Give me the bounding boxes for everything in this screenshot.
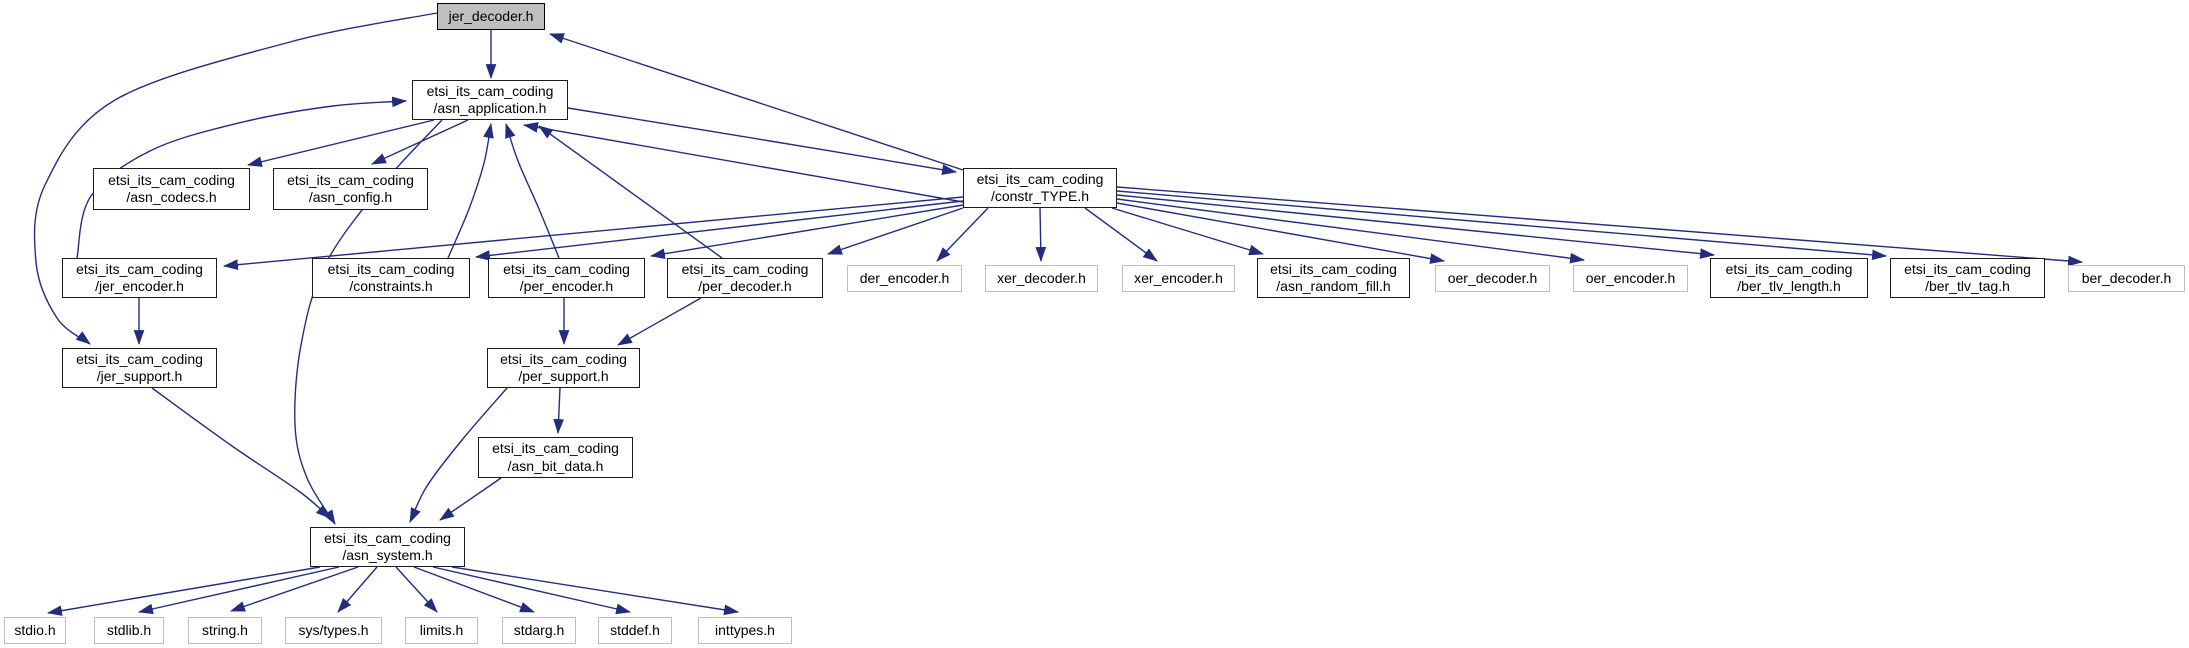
- node-asn_codecs[interactable]: etsi_its_cam_coding /asn_codecs.h: [93, 168, 250, 210]
- node-ber_tlv_tag[interactable]: etsi_its_cam_coding /ber_tlv_tag.h: [1890, 258, 2045, 298]
- node-stdlib: stdlib.h: [94, 617, 164, 644]
- edge-per_encoder-to-asn_application: [505, 122, 560, 259]
- edge-constraints-to-asn_application: [447, 122, 494, 259]
- node-oer_decoder: oer_decoder.h: [1435, 265, 1550, 292]
- edge-asn_system-to-sys_types: [337, 566, 378, 613]
- edge-asn_system-to-inttypes: [451, 566, 740, 616]
- node-jer_decoder: jer_decoder.h: [437, 3, 545, 30]
- node-per_decoder[interactable]: etsi_its_cam_coding /per_decoder.h: [667, 258, 823, 298]
- node-asn_application[interactable]: etsi_its_cam_coding /asn_application.h: [412, 80, 568, 120]
- edge-per_decoder-to-asn_application: [538, 125, 723, 259]
- edge-jer_support-to-asn_system: [151, 387, 331, 519]
- edge-constr_TYPE-to-asn_random_fill: [1111, 207, 1265, 256]
- node-constraints[interactable]: etsi_its_cam_coding /constraints.h: [312, 258, 470, 298]
- edge-constr_TYPE-to-per_encoder: [649, 204, 964, 260]
- node-der_encoder: der_encoder.h: [847, 265, 962, 292]
- node-jer_encoder[interactable]: etsi_its_cam_coding /jer_encoder.h: [62, 258, 217, 298]
- node-asn_random_fill[interactable]: etsi_its_cam_coding /asn_random_fill.h: [1257, 258, 1410, 298]
- edge-constr_TYPE-to-xer_encoder: [1084, 207, 1158, 262]
- node-sys_types: sys/types.h: [285, 617, 382, 644]
- node-xer_decoder: xer_decoder.h: [985, 265, 1098, 292]
- node-ber_decoder: ber_decoder.h: [2068, 265, 2185, 292]
- edge-asn_bit_data-to-asn_system: [439, 477, 502, 521]
- edge-constr_TYPE-to-ber_tlv_length: [1116, 194, 1716, 259]
- edge-constr_TYPE-to-oer_encoder: [1116, 198, 1586, 264]
- edge-asn_system-to-stddef: [432, 566, 632, 615]
- node-string: string.h: [188, 617, 262, 644]
- node-oer_encoder: oer_encoder.h: [1573, 265, 1688, 292]
- edge-constr_TYPE-to-xer_decoder: [1035, 207, 1047, 263]
- edge-constr_TYPE-to-jer_decoder: [548, 33, 964, 171]
- edge-asn_system-to-stdlib: [137, 566, 340, 615]
- edge-constr_TYPE-to-per_decoder: [826, 207, 964, 255]
- edge-per_support-to-asn_bit_data: [553, 387, 564, 435]
- node-jer_support[interactable]: etsi_its_cam_coding /jer_support.h: [62, 348, 217, 388]
- edge-asn_application-to-asn_codecs: [246, 119, 435, 167]
- node-per_encoder[interactable]: etsi_its_cam_coding /per_encoder.h: [488, 258, 645, 298]
- edge-constr_TYPE-to-ber_tlv_tag: [1116, 190, 1888, 261]
- edge-asn_system-to-string: [229, 566, 359, 612]
- node-asn_system[interactable]: etsi_its_cam_coding /asn_system.h: [310, 527, 465, 567]
- edge-asn_system-to-stdio: [46, 566, 321, 616]
- node-limits: limits.h: [405, 617, 478, 644]
- edge-constr_TYPE-to-oer_decoder: [1116, 202, 1446, 264]
- node-xer_encoder: xer_encoder.h: [1122, 265, 1235, 292]
- node-constr_TYPE[interactable]: etsi_its_cam_coding /constr_TYPE.h: [963, 168, 1117, 208]
- edge-constr_TYPE-to-der_encoder: [936, 207, 989, 262]
- node-inttypes: inttypes.h: [698, 617, 792, 644]
- node-stddef: stddef.h: [598, 617, 672, 644]
- node-stdarg: stdarg.h: [502, 617, 576, 644]
- edge-constr_TYPE-to-constraints: [474, 200, 964, 261]
- edge-per_decoder-to-per_support: [617, 297, 702, 346]
- node-asn_config[interactable]: etsi_its_cam_coding /asn_config.h: [273, 168, 428, 210]
- edge-asn_system-to-limits: [395, 566, 438, 613]
- edge-constr_TYPE-to-asn_application: [522, 122, 964, 203]
- edge-asn_application-to-asn_config: [371, 119, 469, 165]
- edge-asn_system-to-stdarg: [413, 566, 536, 613]
- edge-asn_application-to-constr_TYPE: [567, 107, 958, 175]
- node-asn_bit_data[interactable]: etsi_its_cam_coding /asn_bit_data.h: [478, 437, 633, 478]
- node-per_support[interactable]: etsi_its_cam_coding /per_support.h: [487, 348, 640, 388]
- edge-constr_TYPE-to-ber_decoder: [1116, 186, 2084, 267]
- node-stdio: stdio.h: [4, 617, 66, 644]
- node-ber_tlv_length[interactable]: etsi_its_cam_coding /ber_tlv_length.h: [1710, 258, 1868, 298]
